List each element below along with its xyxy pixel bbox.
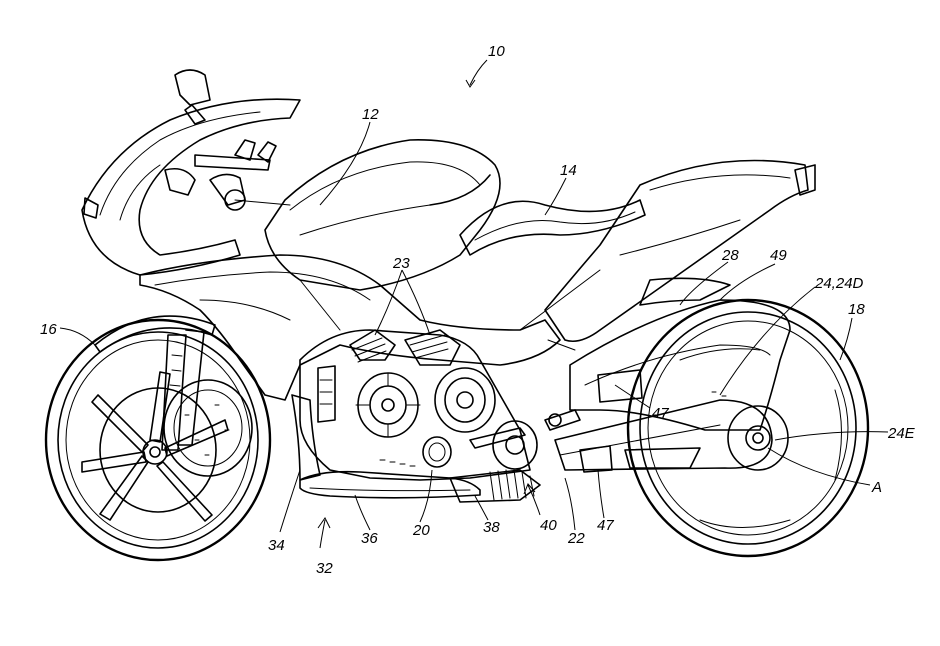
label-ref-a: A xyxy=(871,479,882,496)
label-ref-47-lower: 47 xyxy=(597,517,614,534)
label-ref-10: 10 xyxy=(488,43,505,60)
engine-cover xyxy=(356,373,420,437)
leader-34 xyxy=(280,470,300,532)
leader-12 xyxy=(320,122,370,205)
label-ref-40: 40 xyxy=(540,517,557,534)
side-fairing-panel xyxy=(140,255,560,400)
leader-16 xyxy=(60,328,95,345)
label-ref-36: 36 xyxy=(361,530,378,547)
label-ref-23: 23 xyxy=(392,255,410,272)
clutch-cover xyxy=(435,368,495,432)
label-ref-20: 20 xyxy=(412,522,430,539)
leader-a xyxy=(768,448,870,485)
leader-49 xyxy=(720,264,775,300)
leader-47-lower xyxy=(598,470,604,518)
front-fork xyxy=(95,316,215,450)
label-ref-47-upper: 47 xyxy=(652,405,669,422)
front-fairing xyxy=(82,70,300,275)
leader-32 xyxy=(318,518,330,548)
handlebars xyxy=(165,140,276,210)
label-ref-14: 14 xyxy=(560,162,577,179)
label-ref-32: 32 xyxy=(316,560,333,577)
label-ref-38: 38 xyxy=(483,519,500,536)
label-ref-16: 16 xyxy=(40,321,57,338)
fuel-tank xyxy=(265,140,500,290)
leader-22 xyxy=(565,478,575,530)
label-ref-28: 28 xyxy=(721,247,739,264)
front-fender xyxy=(95,316,215,352)
sprocket-cover xyxy=(493,421,537,469)
leader-10 xyxy=(470,60,487,85)
engine xyxy=(300,330,537,480)
reference-labels: 10 12 14 16 18 23 28 49 24,24D 47 24E A … xyxy=(40,43,916,577)
mirror xyxy=(175,70,210,105)
leader-24e xyxy=(775,432,888,440)
label-ref-18: 18 xyxy=(848,301,865,318)
leader-40 xyxy=(524,484,540,515)
engine-cylinder-front xyxy=(350,330,395,362)
label-ref-24e: 24E xyxy=(887,425,916,442)
label-ref-24-24d: 24,24D xyxy=(814,275,864,292)
leader-24 xyxy=(720,287,815,395)
label-ref-49: 49 xyxy=(770,247,787,264)
label-ref-12: 12 xyxy=(362,106,379,123)
radiator-shroud xyxy=(292,395,320,480)
oil-filter xyxy=(423,437,451,467)
leader-36 xyxy=(355,495,370,530)
leader-38 xyxy=(475,496,488,520)
label-ref-34: 34 xyxy=(268,537,285,554)
leader-20 xyxy=(420,470,432,522)
rear-wheel xyxy=(628,300,868,556)
label-ref-22: 22 xyxy=(567,530,585,547)
footpeg xyxy=(545,410,580,430)
air-intake xyxy=(318,366,335,422)
seat xyxy=(460,200,645,255)
